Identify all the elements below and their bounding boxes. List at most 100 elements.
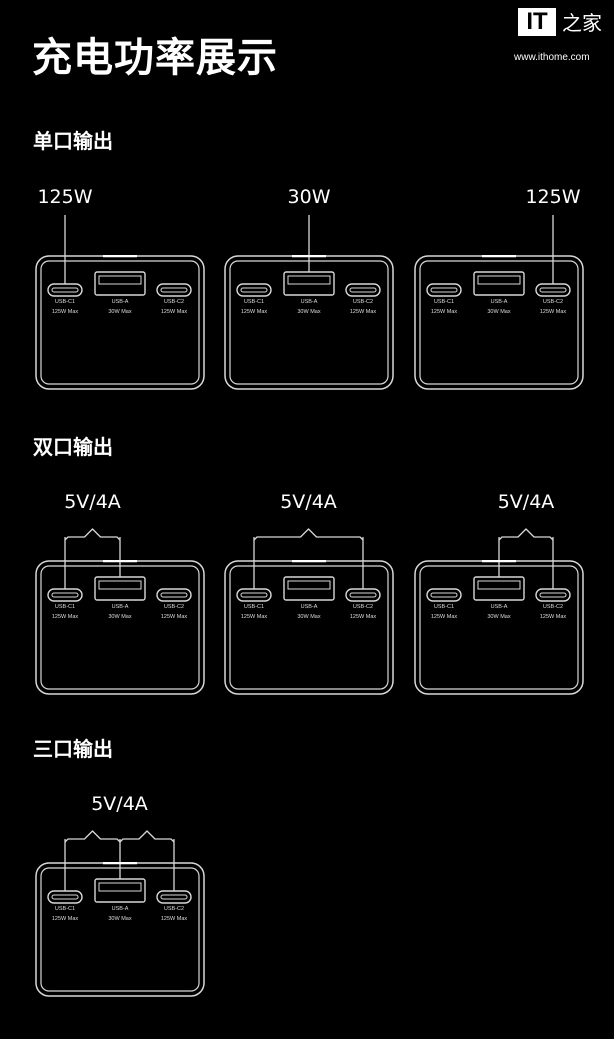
connector-bracket [119, 830, 175, 843]
port-max-power: 125W Max [349, 308, 377, 315]
port-name: USB-C1 [54, 604, 76, 610]
port-name: USB-A [111, 299, 129, 305]
port-max-power: 125W Max [160, 915, 188, 922]
port-label-c2: USB-C2 125W Max [152, 603, 196, 622]
port-max-power: 125W Max [430, 613, 458, 620]
usb-a-port-icon [283, 576, 335, 601]
port-name: USB-A [111, 604, 129, 610]
port-name: USB-C2 [163, 299, 185, 305]
port-label-a: USB-A 30W Max [477, 298, 521, 317]
port-name: USB-C2 [542, 604, 564, 610]
port-name: USB-A [300, 299, 318, 305]
power-bank-outline [224, 255, 394, 390]
usb-c1-port-icon [236, 283, 272, 297]
section-heading-dual: 双口输出 [33, 435, 113, 459]
usb-c2-port-icon [156, 283, 192, 297]
port-max-power: 125W Max [430, 308, 458, 315]
power-bank-outline [414, 560, 584, 695]
port-name: USB-C2 [163, 906, 185, 912]
usb-c1-port-icon [47, 283, 83, 297]
logo-chinese: 之家 [562, 11, 602, 35]
port-max-power: 30W Max [297, 613, 321, 620]
power-bank-outline [35, 560, 205, 695]
port-label-c1: USB-C1 125W Max [232, 298, 276, 317]
port-max-power: 30W Max [108, 308, 132, 315]
usb-a-port-icon [94, 271, 146, 296]
connector-bracket [64, 528, 121, 541]
port-label-a: USB-A 30W Max [287, 298, 331, 317]
port-max-power: 125W Max [539, 613, 567, 620]
port-name: USB-A [490, 604, 508, 610]
output-power-label: 5V/4A [64, 491, 121, 513]
port-max-power: 125W Max [349, 613, 377, 620]
port-label-a: USB-A 30W Max [287, 603, 331, 622]
output-power-label: 125W [525, 186, 581, 208]
port-name: USB-C2 [352, 604, 374, 610]
port-name: USB-A [490, 299, 508, 305]
output-power-label: 5V/4A [280, 491, 337, 513]
output-power-label: 30W [287, 186, 331, 208]
port-name: USB-C1 [243, 604, 265, 610]
output-power-label: 125W [37, 186, 93, 208]
connector-bracket [253, 528, 364, 541]
usb-c2-port-icon [345, 588, 381, 602]
port-label-a: USB-A 30W Max [477, 603, 521, 622]
port-label-c2: USB-C2 125W Max [341, 603, 385, 622]
port-name: USB-A [111, 906, 129, 912]
usb-a-port-icon [473, 271, 525, 296]
usb-c2-port-icon [535, 588, 571, 602]
ithome-logo: IT 之家 www.ithome.com [514, 8, 610, 68]
port-max-power: 125W Max [240, 308, 268, 315]
port-name: USB-C2 [163, 604, 185, 610]
power-bank-outline [414, 255, 584, 390]
usb-c1-port-icon [236, 588, 272, 602]
usb-a-port-icon [94, 878, 146, 903]
output-power-label: 5V/4A [497, 491, 555, 513]
port-max-power: 125W Max [160, 613, 188, 620]
port-name: USB-C1 [433, 604, 455, 610]
connector-bracket [64, 830, 121, 843]
port-label-c2: USB-C2 125W Max [152, 298, 196, 317]
port-max-power: 30W Max [487, 613, 511, 620]
port-max-power: 125W Max [160, 308, 188, 315]
port-name: USB-C1 [243, 299, 265, 305]
output-power-label: 5V/4A [91, 793, 148, 815]
section-heading-single: 单口输出 [33, 129, 113, 153]
usb-c2-port-icon [345, 283, 381, 297]
port-max-power: 30W Max [487, 308, 511, 315]
power-bank-outline [35, 862, 205, 997]
port-name: USB-C1 [54, 299, 76, 305]
usb-c2-port-icon [156, 588, 192, 602]
usb-c1-port-icon [47, 890, 83, 904]
port-max-power: 30W Max [297, 308, 321, 315]
port-name: USB-C1 [54, 906, 76, 912]
usb-c1-port-icon [426, 283, 462, 297]
logo-mark: IT [518, 8, 556, 36]
section-heading-triple: 三口输出 [33, 737, 113, 761]
port-label-a: USB-A 30W Max [98, 298, 142, 317]
port-label-c2: USB-C2 125W Max [152, 905, 196, 924]
usb-c1-port-icon [426, 588, 462, 602]
usb-c2-port-icon [156, 890, 192, 904]
port-name: USB-C2 [542, 299, 564, 305]
power-bank-outline [35, 255, 205, 390]
port-name: USB-A [300, 604, 318, 610]
usb-a-port-icon [94, 576, 146, 601]
port-label-c2: USB-C2 125W Max [531, 603, 575, 622]
